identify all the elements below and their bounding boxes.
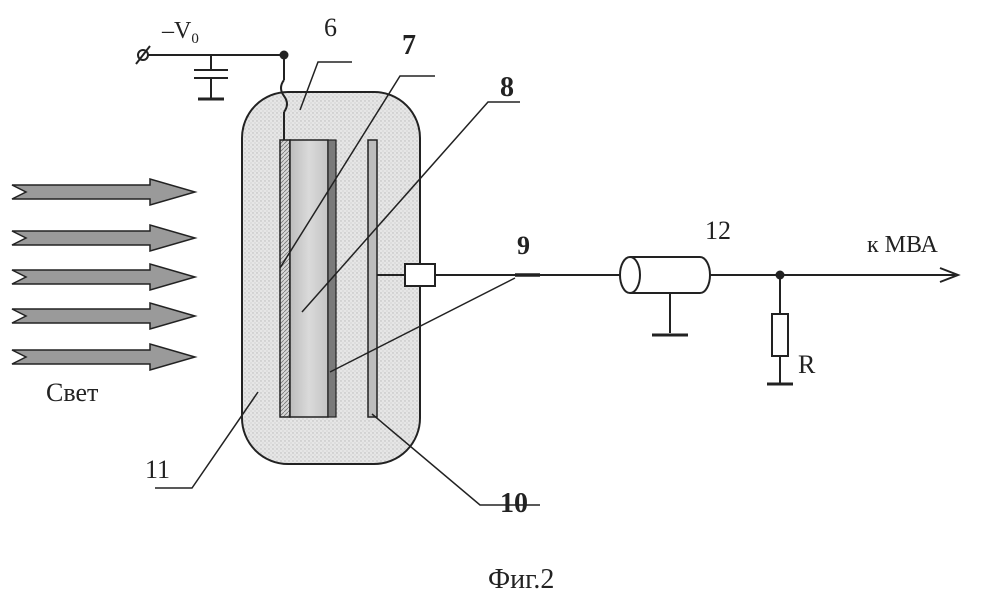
label-7: 7: [402, 30, 416, 61]
working-body: [290, 140, 328, 417]
light-arrow-2: [12, 225, 195, 251]
light-arrow-3: [12, 264, 195, 290]
resistor-icon: [767, 275, 793, 384]
output-circuit: [377, 257, 958, 384]
voltage-subscript: 0: [191, 31, 199, 47]
voltage-label: –V0: [161, 18, 199, 47]
light-arrow-1: [12, 179, 195, 205]
light-arrows: [12, 179, 195, 370]
anode-electrode: [368, 140, 377, 417]
voltage-prefix: –V: [161, 18, 192, 44]
label-9: 9: [517, 231, 530, 260]
capacitor-icon: [194, 55, 228, 98]
light-arrow-4: [12, 303, 195, 329]
junction-dot-output: [776, 271, 785, 280]
label-11: 11: [145, 455, 170, 484]
label-6: 6: [324, 13, 337, 42]
coaxial-cable-icon: [620, 257, 710, 335]
feedthrough: [405, 264, 435, 286]
junction-dot-top: [280, 51, 289, 60]
label-12: 12: [705, 216, 731, 245]
resistor-label: R: [798, 350, 816, 379]
output-label: к МВА: [867, 232, 938, 258]
label-10: 10: [500, 488, 528, 519]
label-8: 8: [500, 72, 514, 103]
photocathode-layer: [280, 140, 290, 417]
light-arrow-5: [12, 344, 195, 370]
figure-caption: Фиг.2: [488, 564, 554, 594]
light-label: Свет: [46, 378, 98, 407]
